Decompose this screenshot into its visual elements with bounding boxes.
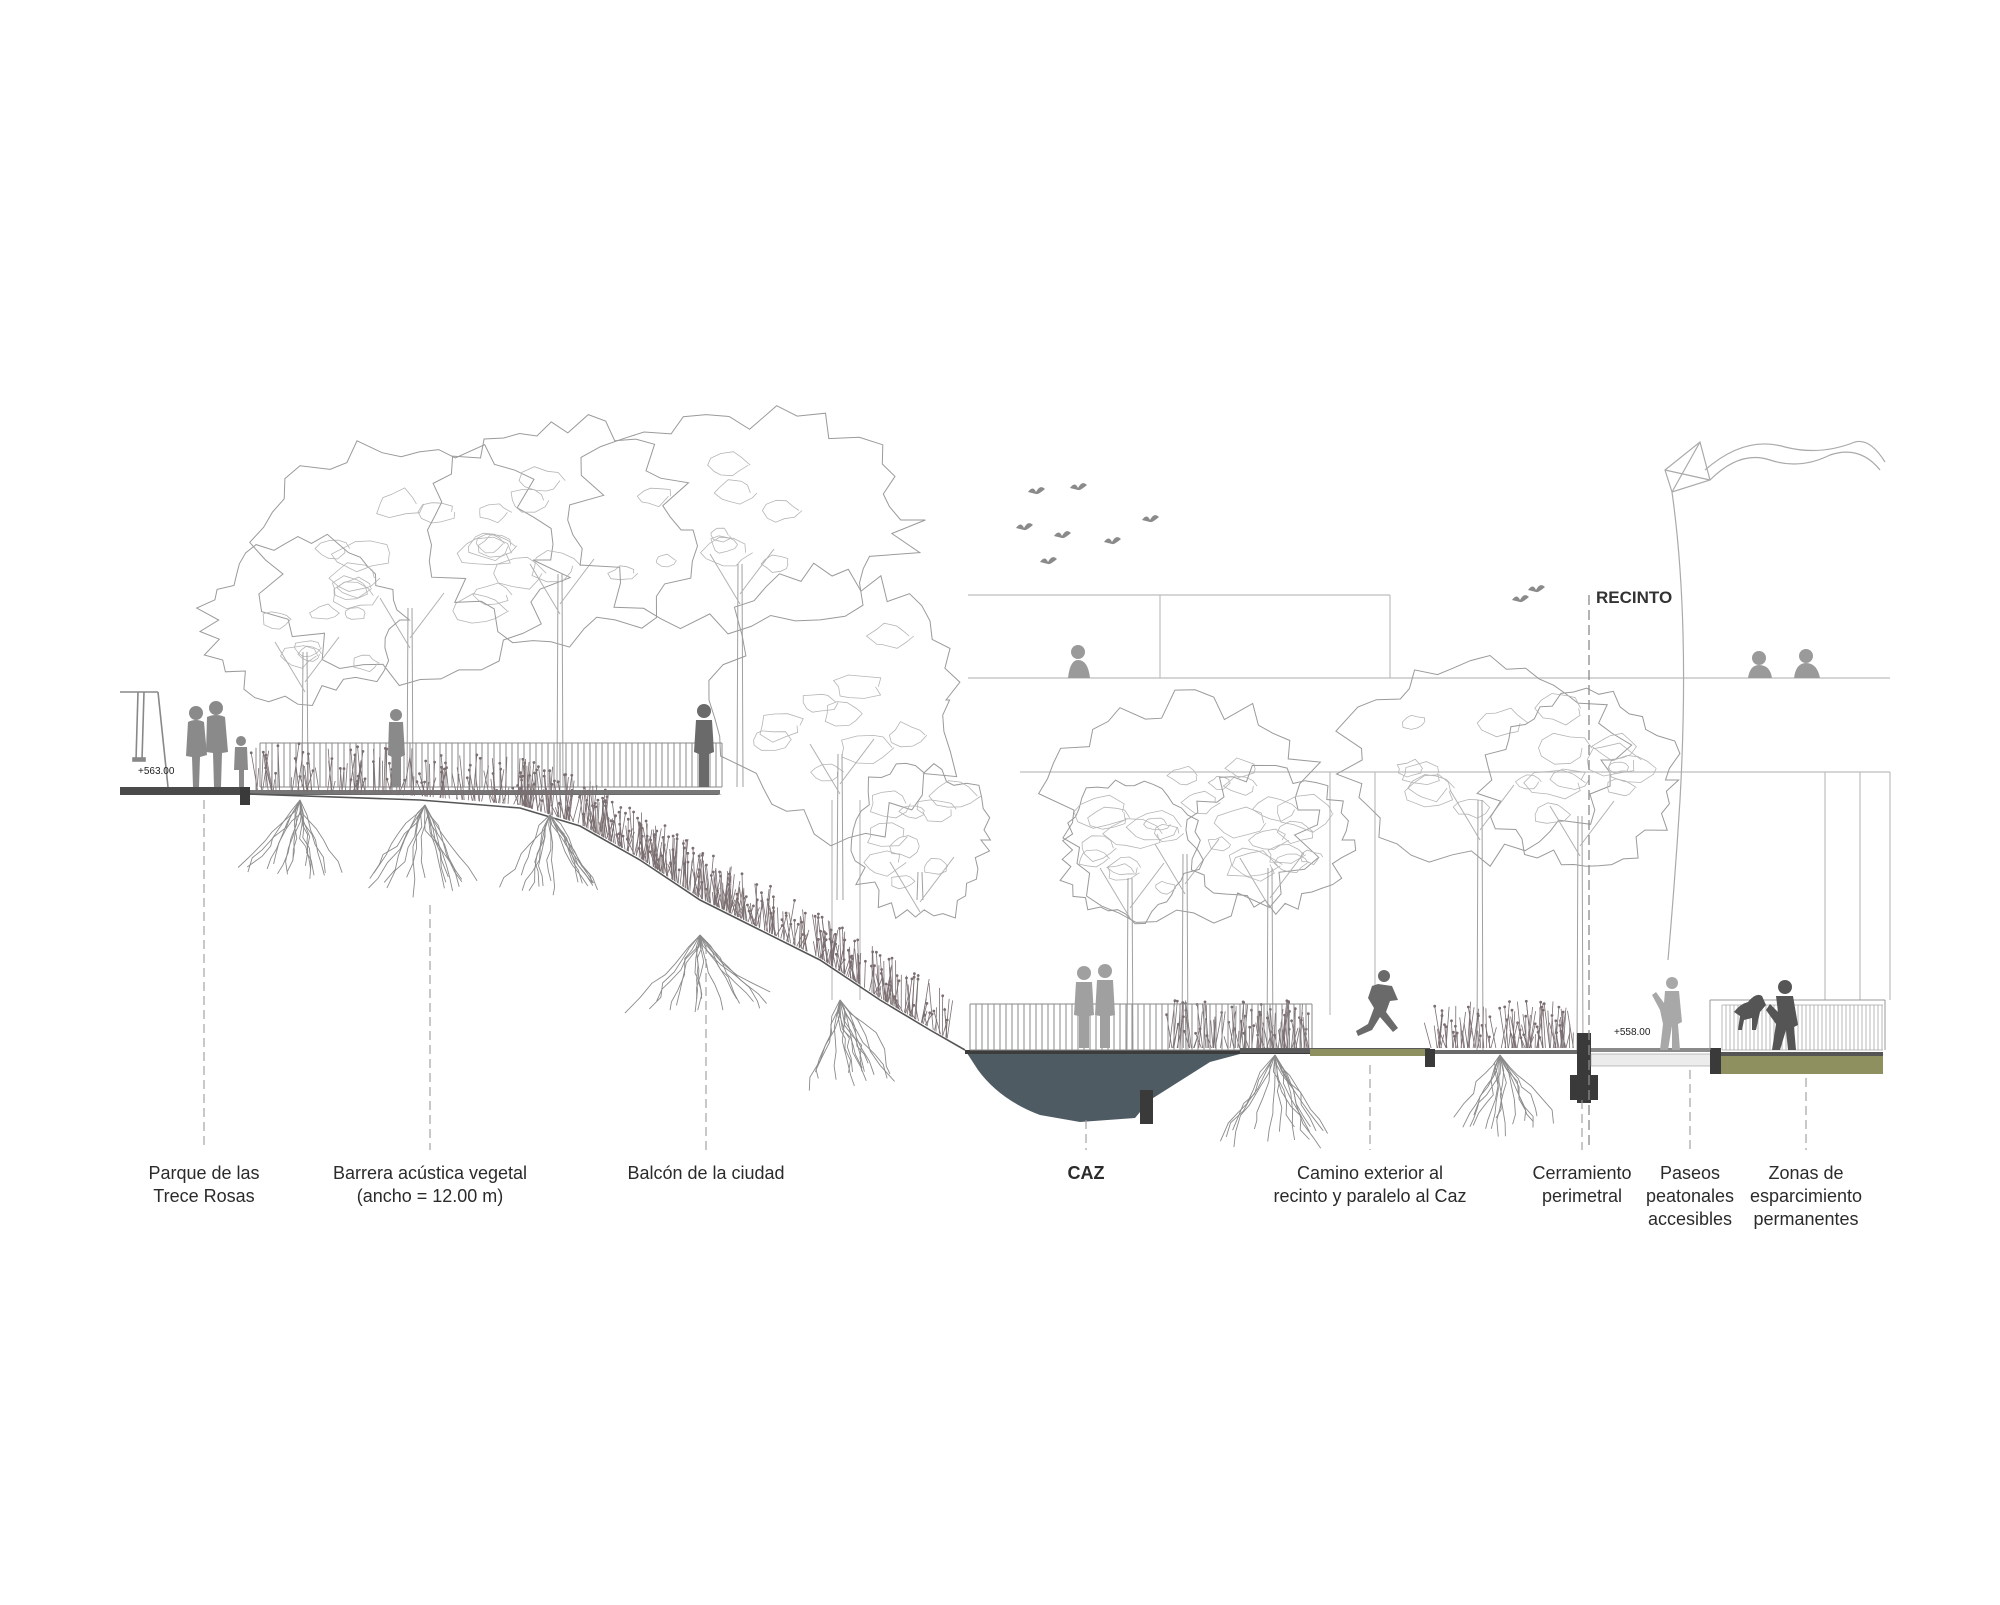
birds: [1016, 483, 1545, 603]
caz-railing: [969, 1003, 1313, 1051]
bird: [1016, 523, 1033, 531]
tree: [567, 405, 926, 788]
bird: [1040, 557, 1057, 565]
label-parque-trece-rosas: Parque de las Trece Rosas: [148, 1163, 260, 1206]
family-figures: [186, 701, 248, 787]
root-system: [624, 934, 771, 1014]
person-with-dog-figure: [1734, 980, 1798, 1050]
tree: [1476, 687, 1681, 1051]
tree-roots: [237, 799, 1554, 1149]
tree-canopies: [195, 405, 1681, 1051]
balcony-person: [694, 704, 714, 787]
label-balcon-ciudad: Balcón de la ciudad: [627, 1163, 785, 1183]
label-cerramiento-perimetral: Cerramiento perimetral: [1532, 1163, 1632, 1206]
root-system: [368, 804, 478, 898]
people-upper-level: [1068, 645, 1820, 678]
embankment: [249, 793, 966, 1051]
tree: [426, 414, 699, 788]
right-ground: [1240, 999, 1886, 1103]
kite: [1664, 440, 1886, 961]
couple-figures: [1074, 964, 1115, 1048]
tree: [708, 562, 961, 901]
label-barrera-acustica: Barrera acústica vegetal (ancho = 12.00 …: [332, 1163, 528, 1206]
leader-lines: [203, 800, 1807, 1150]
runner-figure: [1356, 970, 1398, 1036]
tree: [1335, 654, 1633, 1051]
bird: [1142, 515, 1159, 523]
label-zonas-esparcimiento: Zonas de esparcimiento permanentes: [1749, 1163, 1863, 1229]
tree: [850, 762, 992, 920]
label-caz: CAZ: [1067, 1163, 1105, 1183]
upper-terrace: [120, 787, 722, 805]
bird: [1528, 585, 1545, 593]
bird: [1070, 483, 1087, 491]
balcony-railing-upper: [259, 742, 723, 788]
root-system: [808, 999, 895, 1091]
bird: [1512, 595, 1529, 603]
bird: [1104, 537, 1121, 545]
root-system: [237, 799, 343, 879]
root-system: [499, 814, 598, 896]
level-left: +563.00: [138, 766, 175, 777]
tree: [249, 440, 572, 788]
bird: [1028, 487, 1045, 495]
background-buildings: [831, 594, 1891, 1015]
label-paseos-peatonales: Paseos peatonales accesibles: [1645, 1163, 1735, 1229]
tree: [195, 533, 411, 788]
people: [186, 701, 1798, 1050]
tree: [1185, 764, 1357, 1051]
level-right: +558.00: [1614, 1027, 1651, 1038]
swing: [120, 691, 169, 788]
tree: [1059, 779, 1204, 1051]
root-system: [1453, 1054, 1554, 1137]
recinto-title: RECINTO: [1596, 588, 1673, 607]
label-camino-exterior: Camino exterior al recinto y paralelo al…: [1273, 1163, 1467, 1206]
kite-flyer: [1652, 977, 1682, 1050]
root-system: [1219, 1054, 1328, 1149]
bird: [1054, 531, 1071, 539]
caz-channel: [965, 1050, 1310, 1124]
